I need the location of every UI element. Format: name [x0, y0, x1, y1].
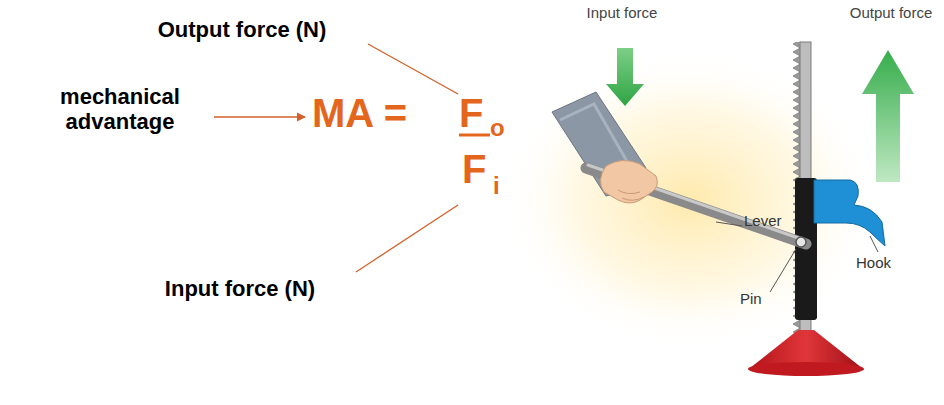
- leader-line: [368, 44, 458, 94]
- formula-subscript: i: [493, 172, 515, 200]
- part-name: Pin: [740, 290, 780, 307]
- formula-symbol: F: [462, 146, 494, 192]
- leader-line: [356, 205, 458, 272]
- formula-subscript: o: [490, 114, 512, 142]
- fingers: [618, 190, 644, 200]
- leader-arrow: [214, 116, 305, 117]
- force-label: Input force: [580, 4, 664, 21]
- force-label: Output force: [846, 4, 936, 21]
- pin: [796, 237, 806, 247]
- part-name: Hook: [856, 254, 908, 271]
- term-label: Input force (N): [120, 276, 360, 301]
- output-force-arrow: [862, 50, 914, 182]
- leader-line: [716, 222, 742, 226]
- term-label: mechanical advantage: [30, 84, 210, 135]
- hand: [600, 160, 657, 203]
- jack-base: [748, 362, 864, 376]
- input-force-arrow: [606, 48, 644, 106]
- formula-part: MA =: [312, 90, 462, 136]
- leader-line: [770, 249, 796, 292]
- term-label: Output force (N): [110, 17, 374, 42]
- part-name: Lever: [744, 212, 796, 229]
- formula-symbol: F: [459, 90, 491, 136]
- leader-line: [870, 236, 878, 252]
- hook: [814, 180, 885, 246]
